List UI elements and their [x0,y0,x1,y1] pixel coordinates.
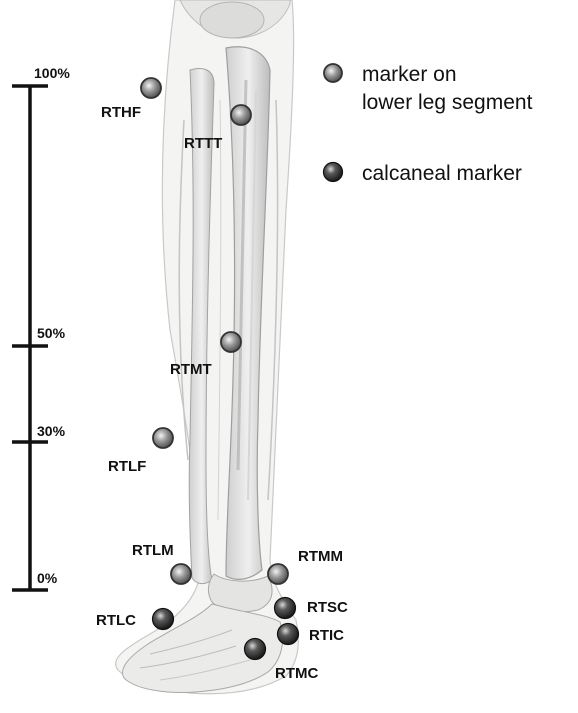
legend-lower-leg-line1: marker on [362,63,457,86]
marker-label-rthf: RTHF [101,104,141,121]
marker-rthf: RTHF [101,78,161,121]
marker-rtmm: RTMM [268,548,343,584]
marker-label-rtlc: RTLC [96,612,136,629]
marker-label-rtlm: RTLM [132,542,174,559]
calcaneal-marker-icon [275,598,296,619]
marker-label-rtmt: RTMT [170,361,212,378]
marker-rtlf: RTLF [108,428,173,475]
marker-label-rtlf: RTLF [108,458,146,475]
marker-label-rtic: RTIC [309,627,344,644]
marker-rtic: RTIC [278,624,345,645]
legend-calcaneal-marker-icon [324,163,343,182]
legend: marker on lower leg segment calcaneal ma… [324,63,533,185]
marker-rtlc: RTLC [96,609,174,630]
lower-leg-marker-icon [231,105,251,125]
calcaneal-marker-icon [245,639,266,660]
leg-illustration [116,0,299,694]
patella [200,2,264,38]
legend-lower-leg-line2: lower leg segment [362,91,533,114]
tick-label-0: 0% [37,570,58,586]
marker-rtsc: RTSC [275,598,349,619]
calcaneal-marker-icon [278,624,299,645]
lower-leg-marker-icon [141,78,161,98]
percent-scale-bar: 100% 50% 30% 0% [12,65,70,590]
marker-label-rtmc: RTMC [275,665,318,682]
marker-label-rtmm: RTMM [298,548,343,565]
marker-label-rttt: RTTT [184,135,222,152]
marker-label-rtsc: RTSC [307,599,348,616]
lower-leg-marker-icon [268,564,288,584]
legend-lower-leg-marker-icon [324,64,342,82]
tick-label-100: 100% [34,65,70,81]
calcaneal-marker-icon [153,609,174,630]
tick-label-30: 30% [37,423,66,439]
legend-calcaneal-label: calcaneal marker [362,162,522,185]
lower-leg-marker-icon [221,332,241,352]
tick-label-50: 50% [37,325,66,341]
lower-leg-marker-icon [171,564,191,584]
marker-rtlm: RTLM [132,542,191,584]
lower-leg-marker-icon [153,428,173,448]
